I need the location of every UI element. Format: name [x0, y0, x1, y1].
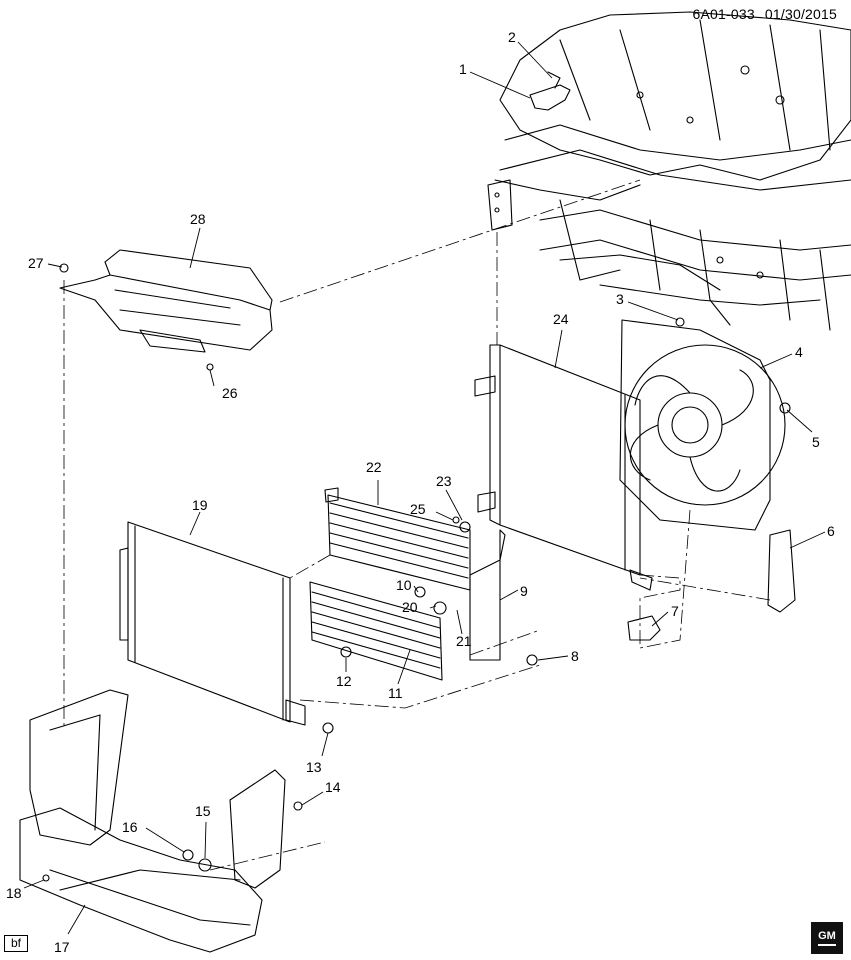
callout-6: 6 — [827, 523, 835, 539]
callout-26: 26 — [222, 385, 238, 401]
callout-18: 18 — [6, 885, 22, 901]
fastener-part-18 — [42, 874, 50, 882]
callout-24: 24 — [553, 311, 569, 327]
callout-27: 27 — [28, 255, 44, 271]
fastener-part-27 — [59, 263, 69, 273]
callout-12: 12 — [336, 673, 352, 689]
fastener-part-16 — [182, 849, 194, 861]
callout-20: 20 — [402, 599, 418, 615]
callout-22: 22 — [366, 459, 382, 475]
air-baffle-part-28 — [59, 249, 273, 353]
bracket-part-9 — [469, 529, 506, 661]
side-panel-right — [229, 769, 286, 889]
fastener-part-15 — [198, 858, 212, 872]
gm-logo: GM — [811, 922, 843, 954]
callout-15: 15 — [195, 803, 211, 819]
callout-8: 8 — [571, 648, 579, 664]
gm-logo-underline — [818, 943, 836, 946]
fastener-part-5 — [779, 402, 791, 414]
alignment-lines — [63, 179, 771, 871]
drawing-header: 6A01-033 01/30/2015 — [693, 6, 838, 22]
cooler-part-11 — [309, 581, 443, 681]
fastener-part-8 — [526, 654, 538, 666]
callout-19: 19 — [192, 497, 208, 513]
fastener-part-12 — [340, 646, 352, 658]
callout-25: 25 — [410, 501, 426, 517]
fan-shroud-part-4 — [619, 319, 786, 531]
lower-shield-part-17 — [19, 807, 263, 953]
fastener-part-3 — [675, 317, 685, 327]
callout-13: 13 — [306, 759, 322, 775]
corner-tag: bf — [4, 935, 29, 952]
fastener-part-25 — [452, 516, 460, 524]
fastener-part-13 — [322, 722, 334, 734]
leader-lines — [23, 41, 826, 935]
callout-5: 5 — [812, 434, 820, 450]
callout-2: 2 — [508, 29, 516, 45]
callout-3: 3 — [616, 291, 624, 307]
callout-16: 16 — [122, 819, 138, 835]
fastener-part-20 — [433, 601, 447, 615]
fastener-part-10 — [414, 586, 426, 598]
callout-17: 17 — [54, 939, 70, 955]
callout-9: 9 — [520, 583, 528, 599]
mount-part-7 — [627, 615, 661, 641]
callout-23: 23 — [436, 473, 452, 489]
callout-1: 1 — [459, 61, 467, 77]
callout-14: 14 — [325, 779, 341, 795]
gm-logo-text: GM — [818, 929, 836, 942]
condenser-part-19 — [119, 521, 306, 726]
callout-11: 11 — [388, 685, 403, 701]
callout-10: 10 — [396, 577, 412, 593]
fastener-part-26 — [206, 363, 214, 371]
fastener-part-14 — [293, 801, 303, 811]
callout-21: 21 — [456, 633, 472, 649]
fastener-part-23 — [459, 521, 471, 533]
callout-28: 28 — [190, 211, 206, 227]
bracket-part-2 — [529, 84, 571, 111]
cooler-part-22 — [324, 487, 471, 591]
deflector-part-6 — [767, 529, 796, 613]
vehicle-front-structure — [487, 11, 851, 331]
drawing-date: 01/30/2015 — [764, 6, 837, 22]
callout-7: 7 — [671, 603, 679, 619]
drawing-code: 6A01-033 — [692, 6, 755, 22]
callout-labels: 1 2 3 4 5 6 7 8 9 10 11 12 13 14 15 16 1… — [6, 29, 835, 955]
side-panel-left — [29, 689, 129, 846]
callout-4: 4 — [795, 344, 803, 360]
